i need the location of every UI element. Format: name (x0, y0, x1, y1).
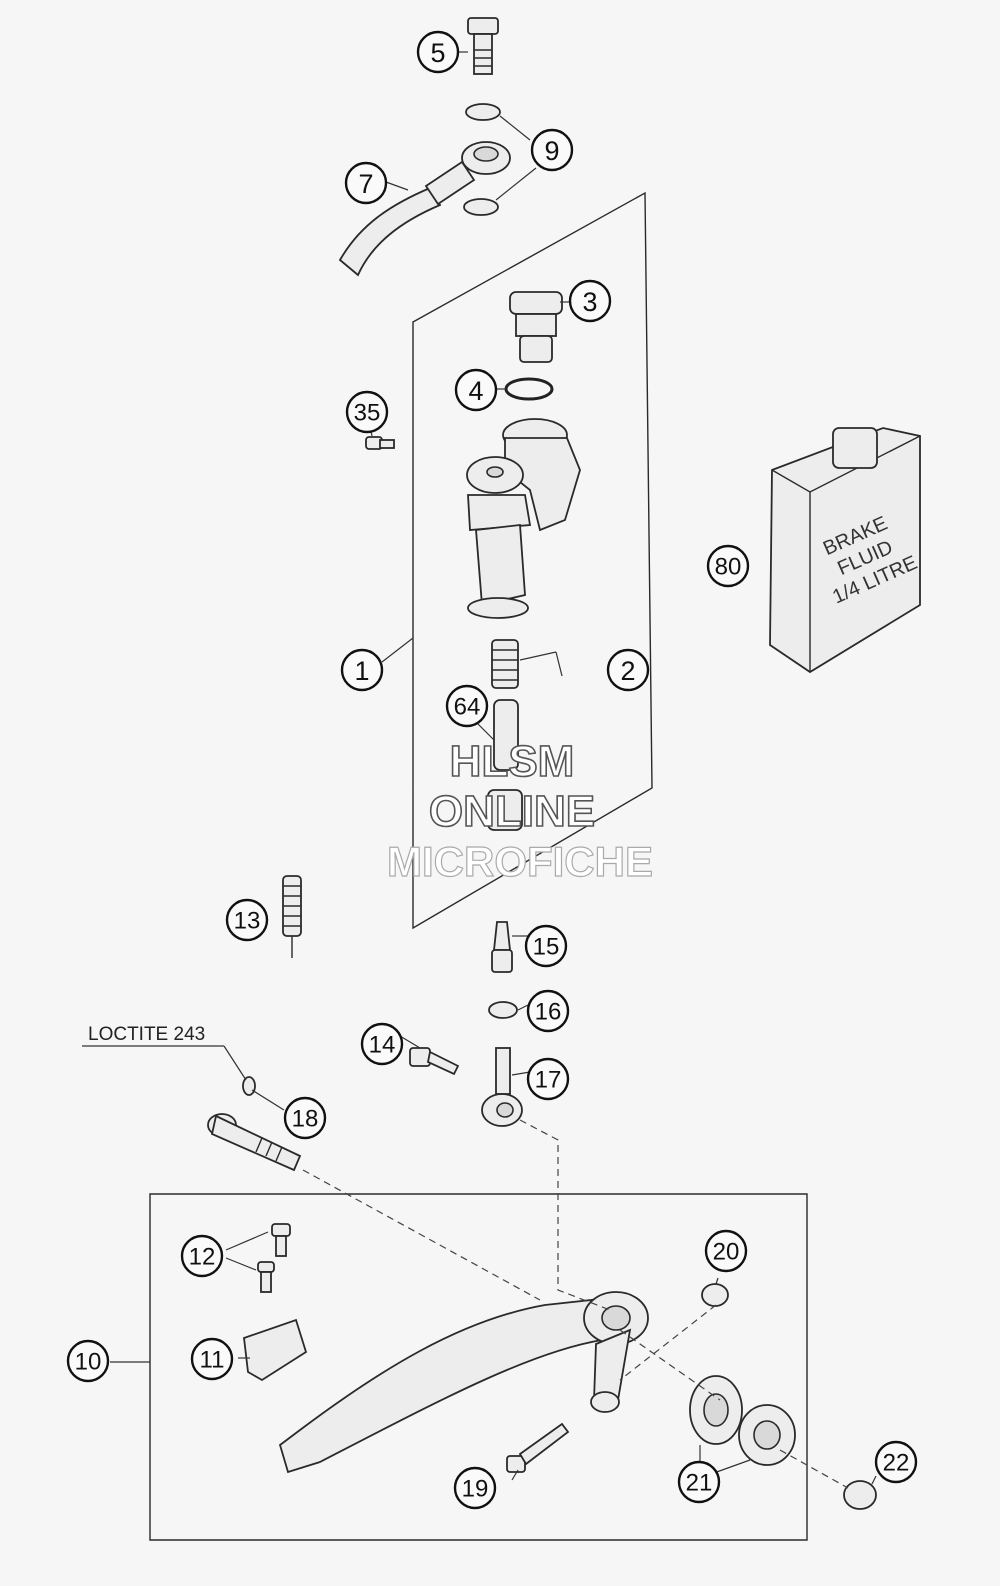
callout-64: 64 (445, 684, 489, 728)
callout-13: 13 (225, 898, 269, 942)
foot-step-part (243, 1318, 308, 1382)
callout-4: 4 (454, 368, 498, 412)
callout-17: 17 (526, 1057, 570, 1101)
bolt-part (409, 1047, 460, 1076)
banjo-bolt-part (467, 17, 499, 75)
watermark-line-1: HLSM (450, 737, 575, 786)
spring-part (491, 639, 519, 689)
master-cylinder-body-part (466, 418, 581, 619)
svg-text:14: 14 (369, 1032, 396, 1059)
callout-14: 14 (360, 1022, 404, 1066)
watermark-line-2: ONLINE (429, 787, 595, 836)
svg-text:17: 17 (535, 1067, 562, 1094)
callout-10: 10 (66, 1339, 110, 1383)
washer-lower-part (463, 198, 499, 216)
push-rod-part (491, 921, 513, 973)
callout-21: 21 (677, 1460, 721, 1504)
callout-19: 19 (453, 1466, 497, 1510)
brake-lever-assembly-outline (149, 1193, 808, 1541)
lever-nut-part (701, 1283, 729, 1307)
svg-text:64: 64 (454, 694, 481, 721)
svg-text:20: 20 (713, 1239, 740, 1266)
callout-20: 20 (704, 1229, 748, 1273)
callout-7: 7 (344, 161, 388, 205)
svg-text:9: 9 (544, 136, 559, 166)
bearings-part (689, 1375, 796, 1466)
svg-text:11: 11 (200, 1347, 225, 1374)
svg-text:35: 35 (354, 400, 381, 427)
svg-text:7: 7 (358, 169, 373, 199)
callout-35: 35 (345, 390, 389, 434)
small-screw-part (365, 436, 395, 450)
svg-text:80: 80 (715, 554, 742, 581)
cap-nut-part (843, 1480, 877, 1510)
callout-80: 80 (706, 544, 750, 588)
svg-text:15: 15 (533, 934, 560, 961)
return-spring-part (282, 875, 302, 958)
svg-text:16: 16 (535, 999, 562, 1026)
svg-text:5: 5 (430, 38, 445, 68)
washer-upper-part (465, 103, 501, 121)
svg-text:19: 19 (462, 1476, 489, 1503)
step-bolts-part (257, 1223, 291, 1293)
svg-text:2: 2 (620, 656, 635, 686)
callout-22: 22 (874, 1440, 918, 1484)
callout-3: 3 (568, 279, 612, 323)
clevis-part (481, 1047, 523, 1127)
callout-1: 1 (340, 648, 384, 692)
master-cylinder-assembly-outline (412, 191, 653, 930)
reservoir-plug-part (509, 291, 563, 363)
piston-part (487, 699, 523, 831)
brake-fluid-can-part: BRAKE FLUID 1/4 LITRE (769, 427, 921, 674)
lever-bolt-part (506, 1422, 570, 1473)
callout-2: 2 (606, 648, 650, 692)
pivot-bolt-part (207, 1076, 302, 1172)
callout-9: 9 (530, 128, 574, 172)
svg-text:3: 3 (582, 287, 597, 317)
svg-text:18: 18 (292, 1106, 319, 1133)
watermark: HLSM ONLINE MICROFICHE (386, 736, 653, 885)
callout-18: 18 (283, 1096, 327, 1140)
callout-16: 16 (526, 989, 570, 1033)
callout-5: 5 (416, 30, 460, 74)
loctite-annotation: LOCTITE 243 (88, 1024, 205, 1045)
callout-15: 15 (524, 924, 568, 968)
svg-text:1: 1 (354, 656, 369, 686)
nut-part (488, 1001, 518, 1019)
watermark-line-3: MICROFICHE (387, 838, 653, 885)
brake-hose-part (338, 141, 511, 277)
svg-text:10: 10 (75, 1349, 102, 1376)
callout-11: 11 (190, 1337, 234, 1381)
svg-text:13: 13 (234, 908, 261, 935)
svg-text:21: 21 (686, 1470, 713, 1497)
leader-lines (82, 51, 877, 1485)
callout-12: 12 (180, 1234, 224, 1278)
assembly-axes (302, 1119, 849, 1489)
svg-text:4: 4 (468, 376, 483, 406)
o-ring-part (504, 377, 554, 401)
svg-text:12: 12 (189, 1244, 216, 1271)
brake-lever-part (278, 1291, 649, 1474)
svg-text:22: 22 (883, 1450, 910, 1477)
